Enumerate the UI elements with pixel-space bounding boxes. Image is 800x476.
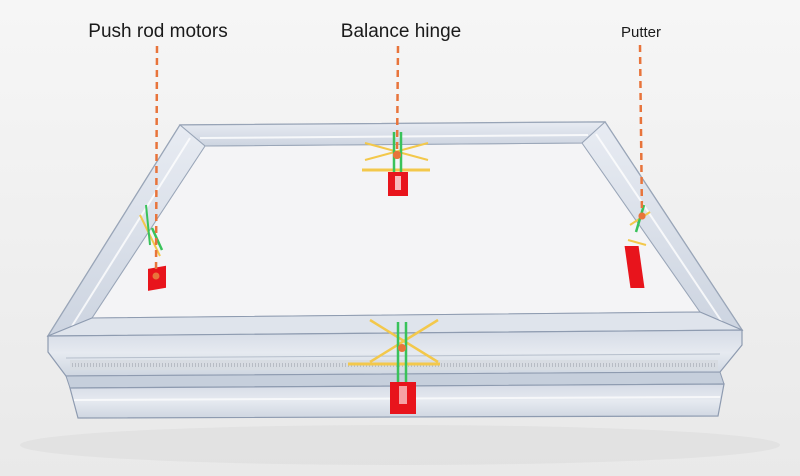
leader-dot-push-rod-motors bbox=[152, 272, 160, 280]
floor-shadow bbox=[20, 425, 780, 465]
leader-dot-putter bbox=[638, 212, 646, 220]
leader-dot-balance-hinge bbox=[393, 151, 401, 159]
sash-seam-line bbox=[65, 353, 721, 359]
balance-hinge-front bbox=[348, 318, 440, 414]
label-push-rod-motors: Push rod motors bbox=[88, 21, 228, 42]
label-balance-hinge: Balance hinge bbox=[340, 21, 462, 42]
label-putter: Putter bbox=[620, 24, 662, 41]
right-rail-highlight bbox=[595, 133, 723, 323]
leader-line-push-rod-motors bbox=[154, 45, 159, 276]
leader-line-putter bbox=[638, 44, 644, 217]
leader-line-balance-hinge bbox=[395, 45, 400, 156]
frame-rail-back bbox=[178, 121, 607, 147]
left-rail-highlight bbox=[71, 137, 191, 327]
